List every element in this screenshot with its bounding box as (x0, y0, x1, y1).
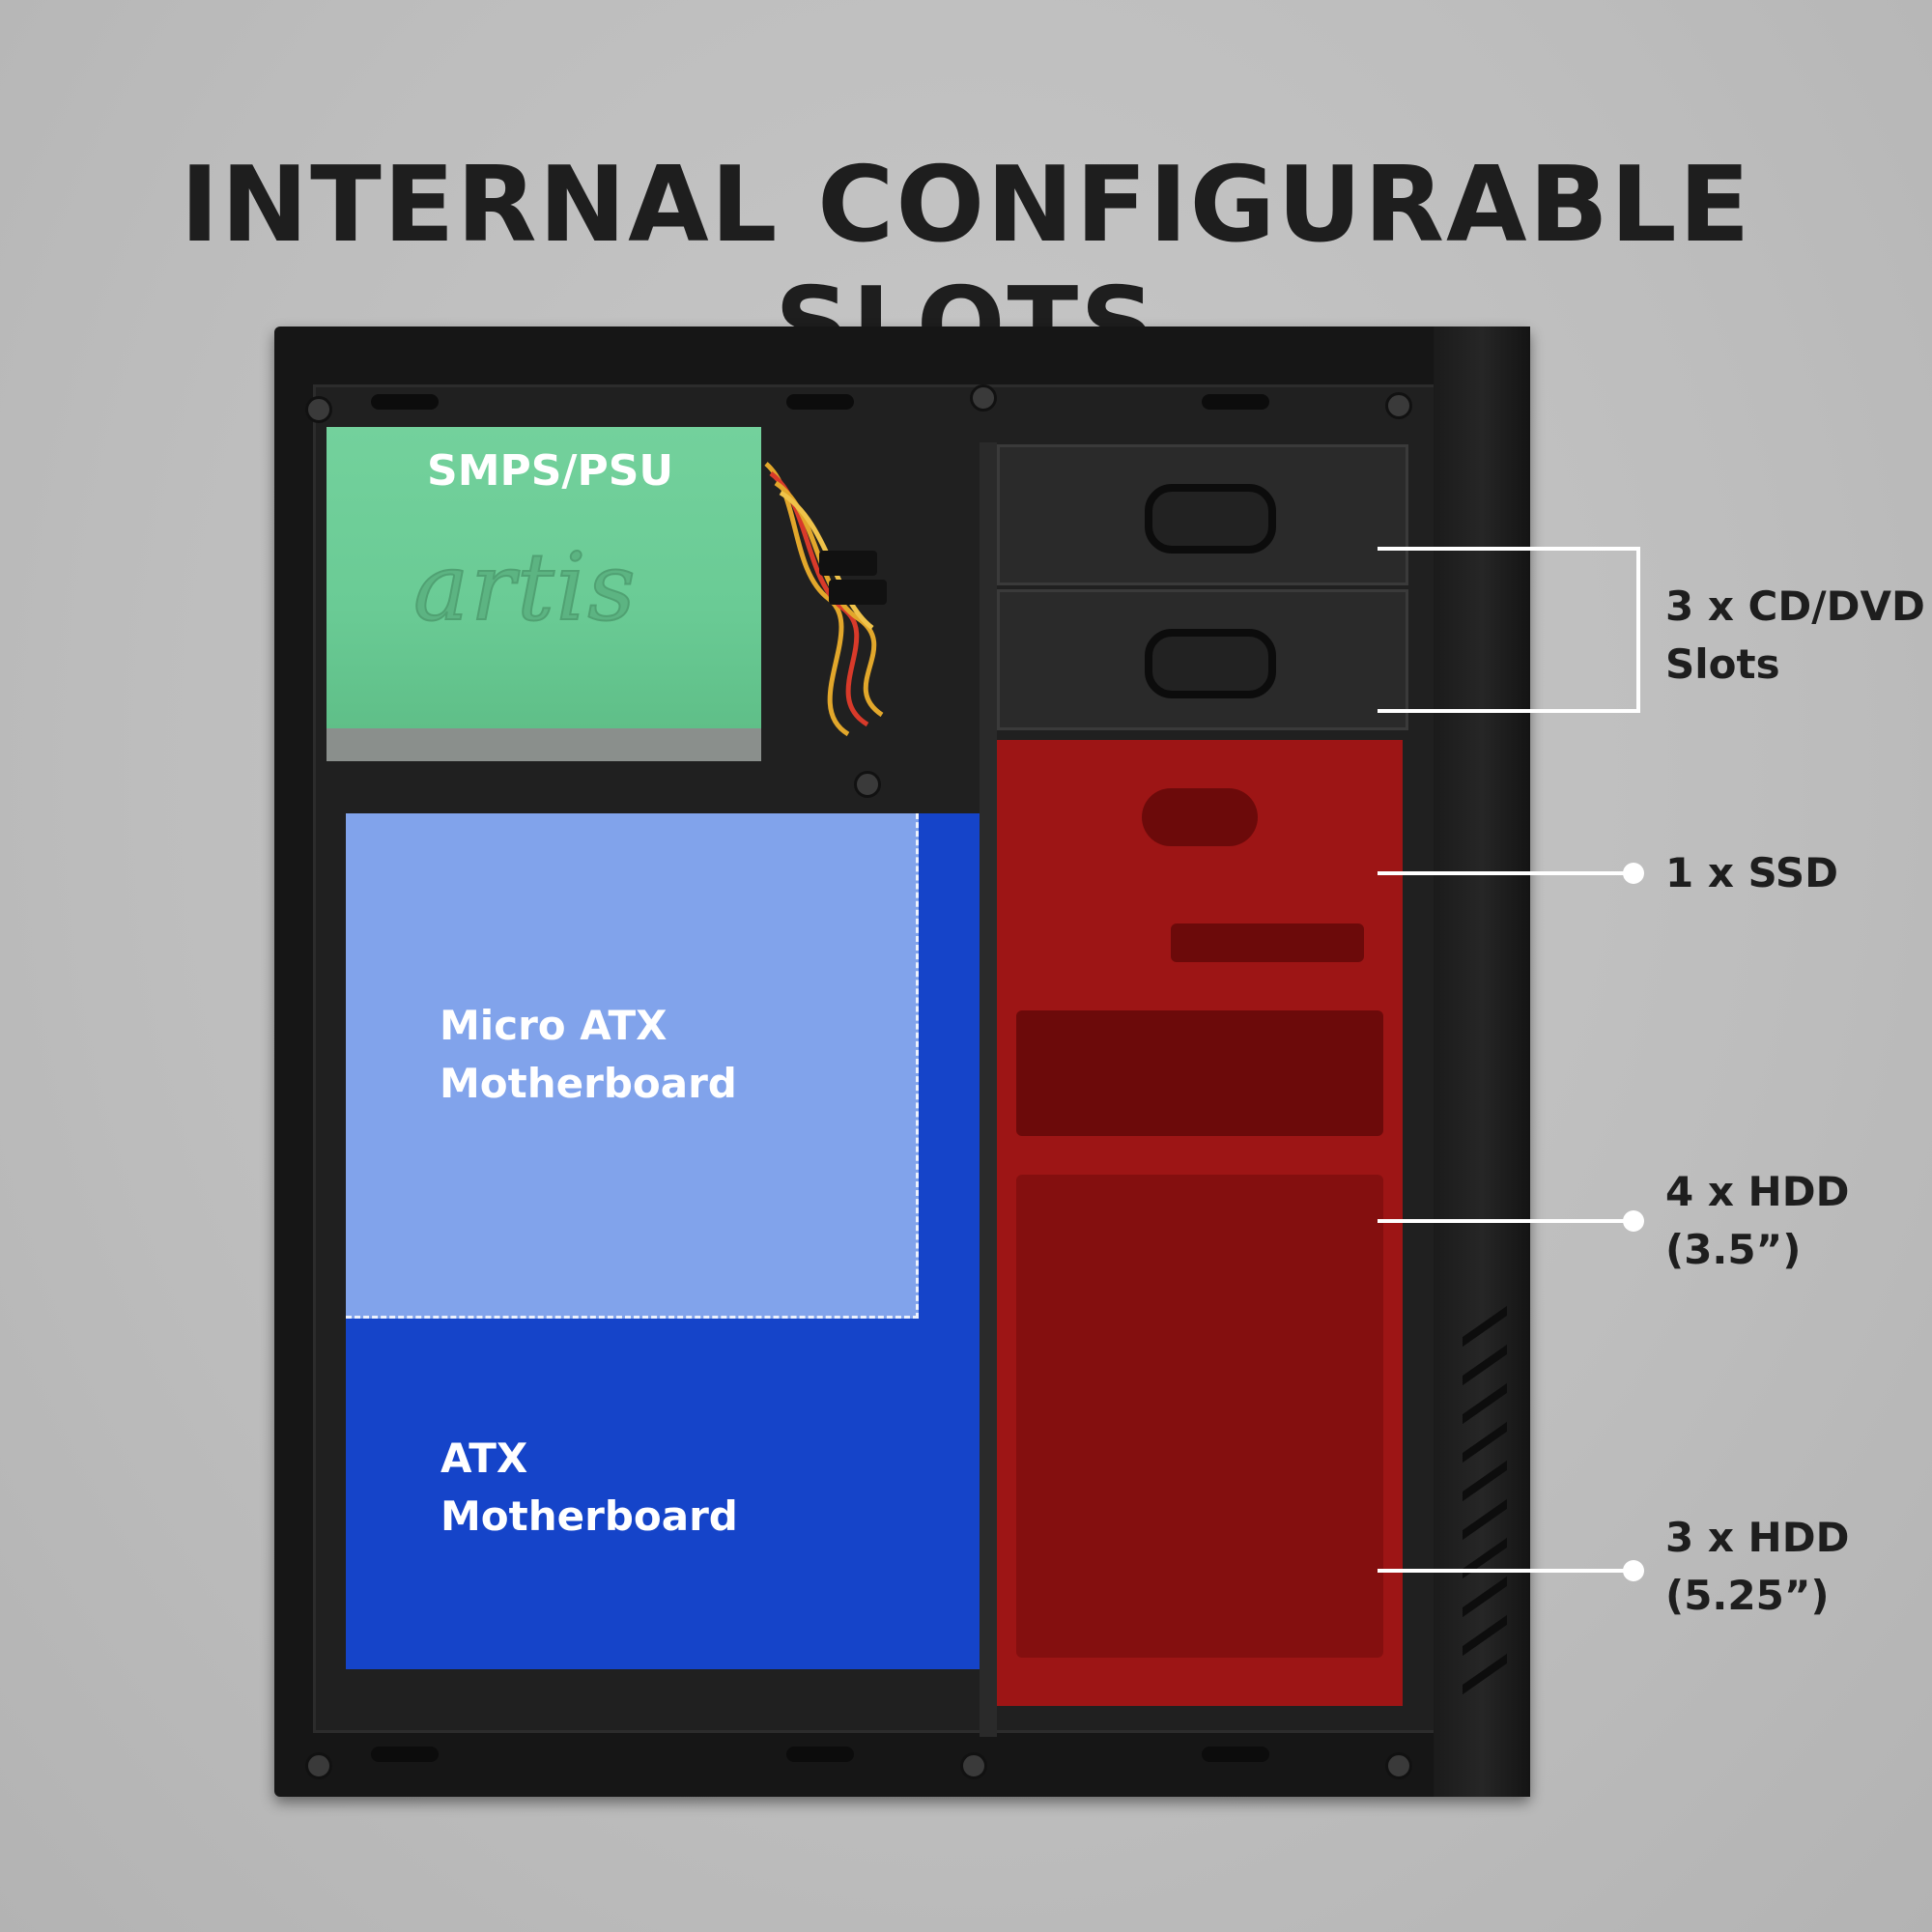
screw-icon (305, 1752, 332, 1779)
psu-cables (764, 462, 887, 737)
callout-cd-dvd-line1: 3 x CD/DVD (1665, 582, 1925, 630)
screw-icon (970, 384, 997, 412)
page-title: INTERNAL CONFIGURABLE SLOTS (180, 145, 1752, 386)
optical-bay-2 (997, 589, 1408, 730)
atx-label-line2: Motherboard (440, 1492, 738, 1540)
case-slot (371, 1747, 439, 1762)
callout-cd-dvd-line2: Slots (1665, 640, 1780, 688)
callout-hdd-35-line2: (3.5”) (1665, 1226, 1802, 1273)
case-slot (1202, 394, 1269, 410)
hdd35-callout-line (1378, 1219, 1634, 1223)
bay-hole (1145, 484, 1276, 554)
micro-atx-label: Micro ATX Motherboard (440, 997, 737, 1113)
hdd525-callout-line (1378, 1569, 1634, 1573)
callout-ssd: 1 x SSD (1665, 844, 1838, 902)
micro-atx-motherboard-overlay (346, 813, 919, 1319)
screw-icon (305, 396, 332, 423)
screw-icon (854, 771, 881, 798)
drive-bay-overlay (997, 740, 1403, 1706)
hdd35-callout-dot (1623, 1210, 1644, 1232)
callout-cd-dvd: 3 x CD/DVD Slots (1665, 578, 1925, 694)
micro-atx-label-line2: Motherboard (440, 1060, 737, 1107)
cd-dvd-bracket (1378, 547, 1640, 713)
screw-icon (1385, 392, 1412, 419)
bay-hole (1145, 629, 1276, 698)
callout-hdd-35-line1: 4 x HDD (1665, 1168, 1850, 1215)
case-slot (786, 1747, 854, 1762)
callout-hdd-35: 4 x HDD (3.5”) (1665, 1163, 1849, 1279)
case-slot (786, 394, 854, 410)
callout-hdd-525: 3 x HDD (5.25”) (1665, 1509, 1849, 1625)
atx-label: ATX Motherboard (440, 1430, 738, 1546)
optical-bay-1 (997, 444, 1408, 585)
case-slot (1202, 1747, 1269, 1762)
case-slot (371, 394, 439, 410)
atx-label-line1: ATX (440, 1435, 528, 1482)
ssd-mount (1171, 923, 1364, 962)
front-bezel (1434, 327, 1530, 1797)
ssd-callout-line (1378, 871, 1634, 875)
screw-icon (1385, 1752, 1412, 1779)
psu-label: SMPS/PSU (427, 446, 674, 496)
case-divider (980, 442, 997, 1737)
callout-ssd-line1: 1 x SSD (1665, 849, 1839, 896)
micro-atx-label-line1: Micro ATX (440, 1002, 668, 1049)
hdd525-callout-dot (1623, 1560, 1644, 1581)
hdd-bay (1016, 1010, 1383, 1136)
hdd-cage (1016, 1175, 1383, 1658)
psu-overlay: SMPS/PSU artis (327, 427, 761, 761)
callout-hdd-525-line1: 3 x HDD (1665, 1514, 1850, 1561)
bay-hole (1142, 788, 1258, 846)
psu-brand-logo: artis (412, 532, 638, 642)
callout-hdd-525-line2: (5.25”) (1665, 1572, 1830, 1619)
screw-icon (960, 1752, 987, 1779)
ssd-callout-dot (1623, 863, 1644, 884)
